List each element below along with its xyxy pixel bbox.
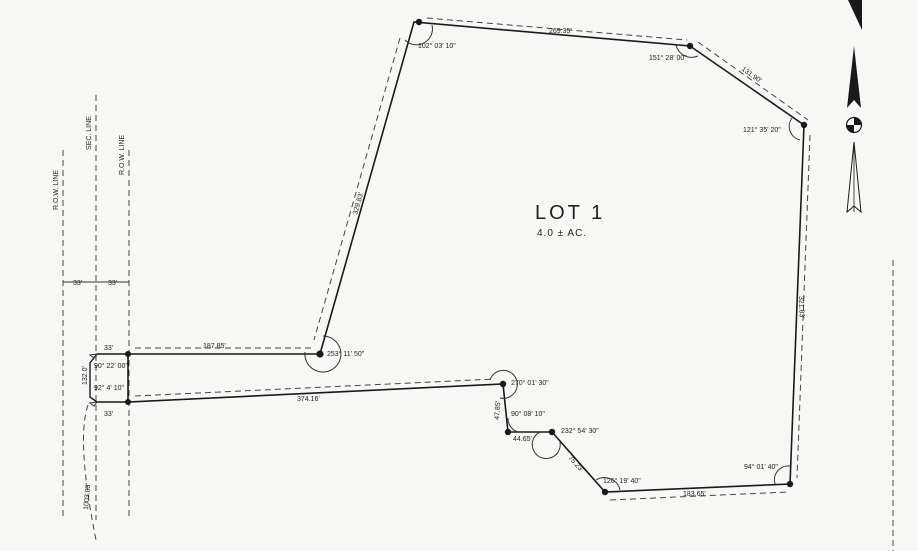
pin-step-2 [504,428,512,436]
dist-bottom: 183.65' [683,491,706,498]
dist-right-side: 321.83' [797,296,805,319]
pin-stem-upper [125,351,131,357]
angle-step: 232° 54' 30" [561,427,599,435]
long-diag-dim-line [313,37,401,341]
angle-top-right: 151° 28' 00" [649,54,687,62]
pin-right-top [800,121,808,129]
width-left-label: 33' [73,280,82,287]
arc-step2 [507,417,519,433]
arc-top-right [675,44,699,58]
arc-right-bottom [773,465,791,485]
left-connector [89,353,128,403]
dist-upper-stem: 187.85' [203,343,226,350]
dist-left-side: 132.0' [82,366,89,385]
arc-notch [489,369,518,399]
angle-notch: 270° 01' 30" [511,379,549,387]
dist-upper-right: 131.90' [740,66,763,85]
left-bottom-marker [88,401,99,407]
pin-top-right [686,42,694,50]
pin-stem-lower [125,399,131,405]
pin-notch [499,380,507,388]
sec-line-label: SEC. LINE [86,116,93,150]
angle-right-bottom: 94° 01' 40" [744,463,778,471]
angle-bottom-left: 126° 19' 40" [603,477,641,485]
arc-bottom-left [595,477,621,491]
dist-top: 269.35' [549,28,572,35]
top-dim-line [426,17,688,41]
pin-bottom-left [601,488,609,496]
diag-dim-line [697,41,809,121]
pin-top-left [415,18,423,26]
left-row-label: R.O.W. LINE [53,170,60,210]
pin-stem [316,350,324,358]
right-row-label: R.O.W. LINE [119,135,126,175]
angle-left-top: 90° 22' 00" [94,362,128,370]
pin-right-bottom [786,480,794,488]
north-arrow-icon [845,0,863,214]
arc-top-left [404,24,433,46]
left-top-marker [88,353,99,359]
lot-boundary [127,21,805,493]
dist-lower-diag: 75.23' [567,455,585,474]
south-distance-label: 1003.03' [83,483,92,510]
dist-ew-a: 33' [104,345,113,352]
angle-left-bottom: 92° 4' 10" [94,384,124,392]
dist-step-horizontal: 44.65' [513,436,532,443]
lot-title: LOT 1 [535,202,605,224]
angle-right-top: 121° 35' 20" [743,126,781,134]
angle-top-left: 102° 03' 10" [418,42,456,50]
right-dim-line [796,134,811,479]
long-bottom-dim-line [134,378,496,397]
lot-area: 4.0 ± AC. [537,228,587,239]
dist-long-bottom: 374.16' [297,396,320,403]
arc-stem [304,335,342,373]
angle-stem: 253° 11' 50" [327,350,365,358]
width-right-label: 33' [108,280,117,287]
arc-step [531,431,561,460]
dist-ew-b: 33' [104,411,113,418]
dist-step-vertical: 47.85' [494,401,502,420]
arc-right-top [788,117,801,141]
pin-step [548,428,556,436]
angle-step2: 90° 08' 10" [511,410,545,418]
south-dimension-line [83,404,97,541]
